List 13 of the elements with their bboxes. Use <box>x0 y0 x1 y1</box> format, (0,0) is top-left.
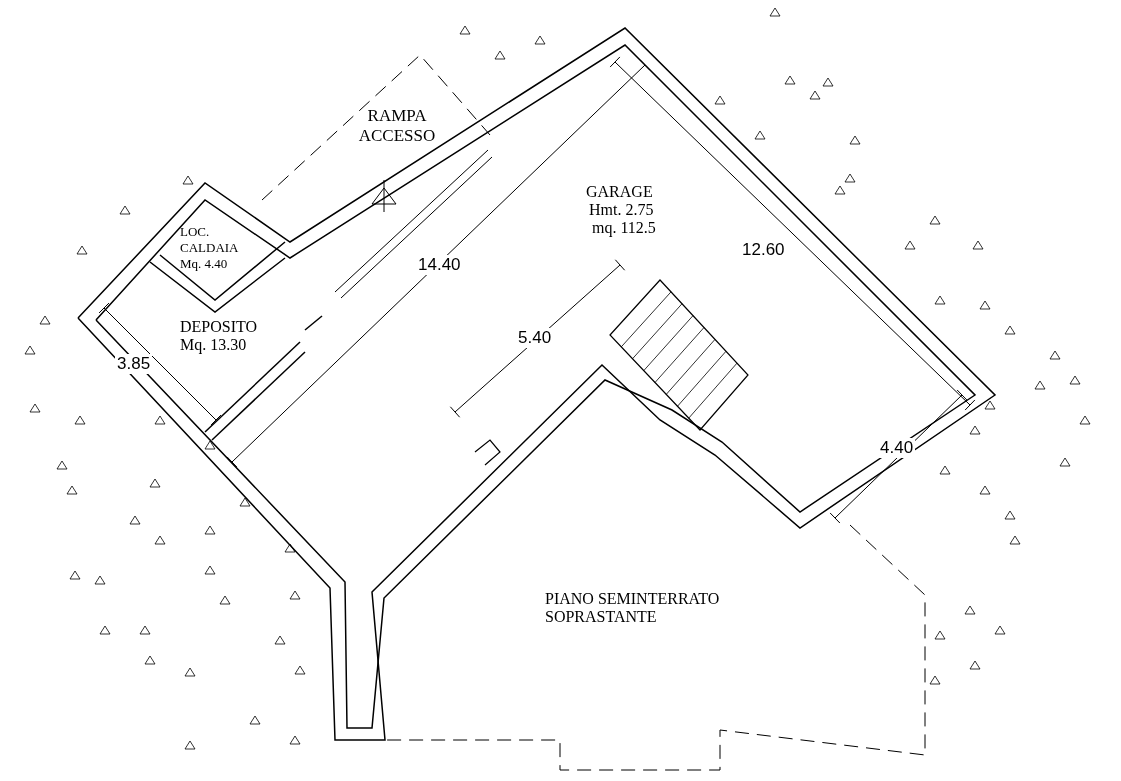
room-label: LOC. CALDAIA <box>180 224 240 256</box>
room-height: Hmt. 2.75 <box>588 201 655 219</box>
dimension-label: 14.40 <box>416 255 463 275</box>
room-label: DEPOSITO <box>180 318 258 336</box>
dimension-label: 3.85 <box>115 354 153 374</box>
dimension-label: 4.40 <box>878 438 916 458</box>
room-area: mq. 112.5 <box>586 219 656 237</box>
dimension-label: 5.40 <box>516 328 554 348</box>
room-label: GARAGE <box>586 183 654 201</box>
room-label: RAMPA ACCESSO <box>357 106 437 146</box>
area-label: PIANO SEMINTERRATO SOPRASTANTE <box>545 590 721 626</box>
room-area: Mq. 13.30 <box>180 336 258 354</box>
room-area: Mq. 4.40 <box>180 256 250 272</box>
